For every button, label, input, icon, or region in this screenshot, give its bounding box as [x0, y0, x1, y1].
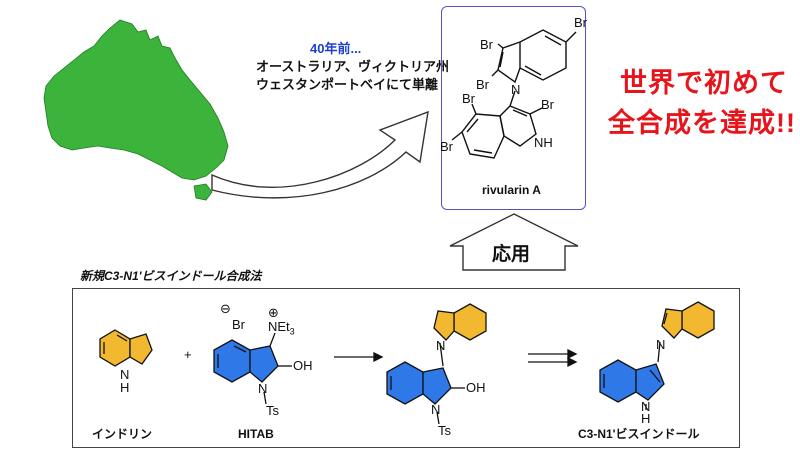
label-indoline: インドリン: [92, 427, 153, 441]
synthesis-box: [72, 288, 740, 448]
atom-br-counterion: Br: [232, 317, 245, 332]
atom-n-upper: N: [511, 82, 521, 97]
atom-oh-intermediate: OH: [466, 380, 486, 395]
atom-n-hitab: N: [258, 381, 268, 396]
indoline-structure: [99, 329, 153, 367]
section-title: 新規C3-N1'ビスインドール合成法: [80, 269, 262, 283]
hitab-structure: [213, 332, 292, 405]
atom-br-top: Br: [574, 15, 587, 30]
label-product: C3-N1'ビスインドール: [578, 427, 700, 441]
atom-br-c3-upper: Br: [480, 37, 493, 52]
isolation-line-1: オーストラリア、ヴィクトリア州: [256, 59, 450, 74]
atom-nh-product: N: [641, 399, 651, 414]
apply-label: 応用: [492, 244, 531, 265]
atom-nh-lower: NH: [534, 135, 553, 150]
tasmania: [193, 183, 213, 201]
reaction-arrow-2: [528, 348, 578, 368]
atom-br-c2-lower: Br: [541, 97, 554, 112]
rivularin-label: rivularin A: [482, 183, 541, 197]
atom-n-intermediate: N: [431, 402, 441, 417]
atom-br-c4-lower: Br: [462, 91, 475, 106]
headline-line-2: 全合成を達成!!: [608, 108, 796, 138]
atom-minus-charge: ⊖: [220, 301, 231, 316]
rivularin-box: [441, 6, 586, 210]
label-hitab: HITAB: [238, 427, 274, 441]
atom-n-product-top: N: [656, 337, 666, 352]
atom-net3: NEt3: [268, 319, 295, 337]
atom-ts-hitab: Ts: [266, 403, 279, 418]
atom-br-c5-lower: Br: [440, 139, 453, 154]
product-structure: [599, 301, 715, 410]
atom-n-intermediate-top: N: [436, 338, 446, 353]
isolation-line-2: ウェスタンポートベイにて単離: [256, 77, 439, 92]
years-ago-text: 40年前...: [310, 41, 362, 56]
atom-h-indoline: H: [120, 380, 130, 395]
atom-br-c2-upper: Br: [476, 77, 489, 92]
atom-oh-hitab: OH: [293, 358, 313, 373]
plus-sign: +: [184, 347, 192, 362]
atom-plus-charge: ⊕: [268, 305, 279, 320]
atom-n-indoline: N: [120, 367, 130, 382]
australia-mainland: [43, 19, 229, 181]
atom-ts-intermediate: Ts: [438, 423, 451, 438]
atom-h-product: H: [641, 411, 651, 426]
headline-line-1: 世界で初めて: [620, 68, 788, 98]
intermediate-structure: [386, 303, 487, 425]
curved-arrow-shape: [211, 110, 429, 199]
reaction-arrow-1: [334, 351, 384, 363]
